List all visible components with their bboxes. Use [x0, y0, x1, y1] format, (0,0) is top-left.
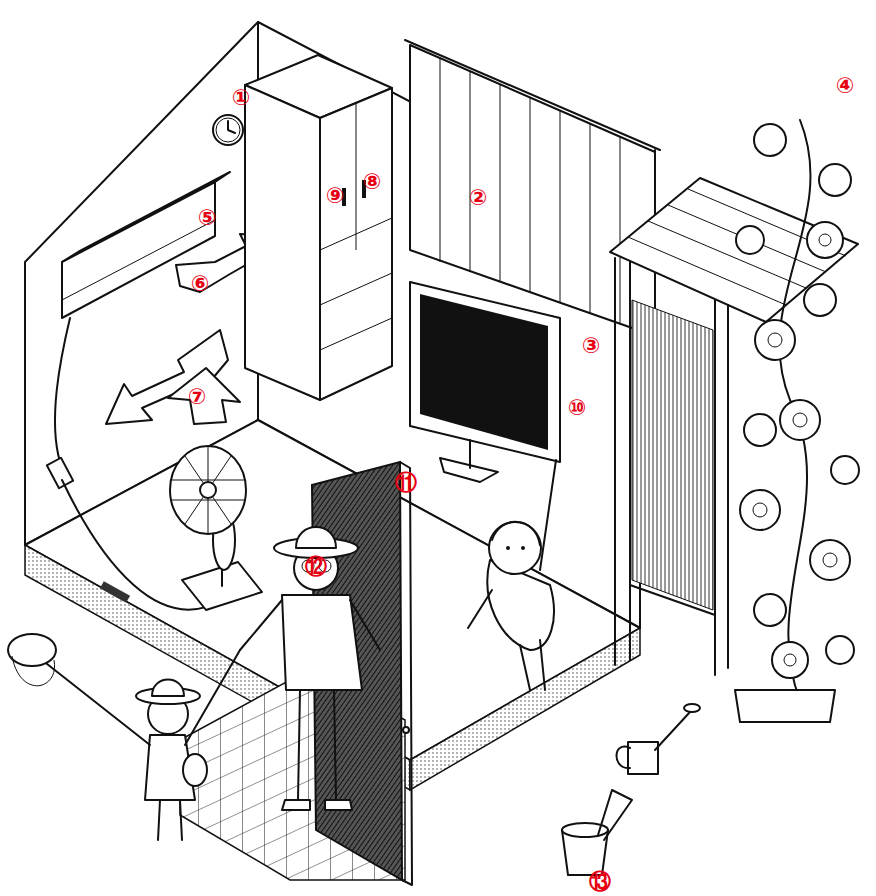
watering-can: [617, 704, 701, 774]
room-walls-part: [25, 22, 258, 545]
child-with-net-part: [12, 656, 55, 686]
electric-fan-part: [170, 446, 246, 534]
watering-can-part: [628, 742, 658, 774]
watering-can-part: [684, 704, 700, 712]
morning-glory-plant-part: [826, 636, 854, 664]
morning-glory-plant-part: [740, 490, 780, 530]
wall-clock: [213, 115, 243, 145]
child-with-net-part: [158, 800, 182, 840]
morning-glory-plant-part: [768, 333, 782, 347]
morning-glory-plant-part: [823, 553, 837, 567]
door-part: [403, 727, 409, 733]
man-with-hat: [240, 527, 380, 810]
reed-screen-shade: [610, 178, 858, 675]
callout-number: ④: [836, 75, 855, 97]
air-conditioner-part: [47, 458, 73, 488]
child-with-net-part: [152, 680, 184, 697]
morning-glory-plant-part: [831, 456, 859, 484]
morning-glory-plant-part: [735, 690, 835, 722]
morning-glory-plant-part: [819, 164, 851, 196]
electric-fan: [170, 446, 262, 610]
electric-fan-part: [172, 446, 244, 534]
morning-glory-plant-part: [754, 594, 786, 626]
electric-fan-part: [200, 482, 216, 498]
airflow-arrow-part: [168, 368, 240, 424]
morning-glory-plant-part: [793, 413, 807, 427]
air-conditioner-part: [55, 318, 70, 462]
crawling-baby-part: [506, 546, 510, 550]
window-curtain-part: [440, 58, 620, 324]
wall-clock-part: [228, 121, 235, 133]
child-with-net-part: [8, 634, 56, 666]
air-conditioner-part: [62, 182, 215, 318]
man-with-hat-part: [282, 800, 352, 810]
morning-glory-plant-part: [807, 222, 843, 258]
morning-glory-plant-part: [753, 503, 767, 517]
bucket: [562, 790, 632, 875]
television-part: [469, 440, 471, 468]
callout-number: ⑩: [568, 397, 587, 419]
reed-screen-shade-part: [610, 178, 858, 322]
wall-clock-part: [213, 115, 243, 145]
crawling-baby-part: [468, 590, 492, 628]
man-with-hat-part: [296, 527, 336, 548]
reed-screen-shade-part: [632, 300, 713, 610]
child-with-net-part: [42, 660, 150, 745]
crawling-baby-part: [521, 546, 525, 550]
refrigerator-part: [320, 88, 392, 400]
morning-glory-plant-part: [755, 320, 795, 360]
callout-number: ⑬: [589, 871, 611, 893]
callout-number: ⑨: [326, 185, 345, 207]
morning-glory-plant-part: [780, 400, 820, 440]
callout-number: ⑥: [191, 273, 210, 295]
man-with-hat-part: [282, 595, 362, 690]
crawling-baby: [468, 460, 556, 690]
watering-can-part: [655, 712, 690, 750]
morning-glory-plant-part: [744, 414, 776, 446]
bucket-part: [598, 790, 632, 840]
child-with-net: [8, 634, 240, 840]
man-with-hat-part: [240, 600, 380, 650]
morning-glory-plant-part: [772, 642, 808, 678]
man-with-hat-part: [298, 690, 336, 800]
crawling-baby-part: [520, 640, 545, 690]
callout-number: ⑤: [198, 207, 217, 229]
wall-clock-part: [216, 118, 240, 142]
television: [410, 282, 560, 482]
morning-glory-plant: [735, 120, 859, 722]
morning-glory-plant-part: [819, 234, 831, 246]
callout-number: ⑦: [188, 386, 207, 408]
room-walls-part: [410, 628, 640, 790]
crawling-baby-part: [489, 522, 541, 574]
morning-glory-plant-part: [804, 284, 836, 316]
crawling-baby-part: [492, 522, 540, 545]
child-with-net-part: [183, 754, 207, 786]
morning-glory-plant-part: [784, 654, 796, 666]
refrigerator-part: [320, 103, 392, 350]
callout-number: ②: [469, 187, 488, 209]
reed-screen-shade-part: [630, 585, 715, 615]
door-part: [400, 462, 412, 885]
watering-can-part: [617, 747, 631, 768]
morning-glory-plant-part: [754, 124, 786, 156]
air-conditioner-part: [62, 220, 215, 300]
callout-number: ⑧: [363, 171, 382, 193]
television-part: [410, 282, 560, 462]
television-part: [420, 294, 548, 450]
refrigerator-part: [245, 85, 320, 400]
callout-number: ③: [582, 335, 601, 357]
refrigerator: [245, 55, 392, 400]
morning-glory-plant-part: [810, 540, 850, 580]
callout-number: ①: [232, 87, 251, 109]
morning-glory-plant-part: [736, 226, 764, 254]
reed-screen-shade-part: [615, 258, 728, 675]
room-walls-part: [100, 581, 130, 603]
air-conditioner: [47, 172, 230, 610]
callout-number: ⑫: [305, 556, 327, 578]
callout-number: ⑪: [395, 472, 417, 494]
crawling-baby-part: [540, 460, 556, 570]
